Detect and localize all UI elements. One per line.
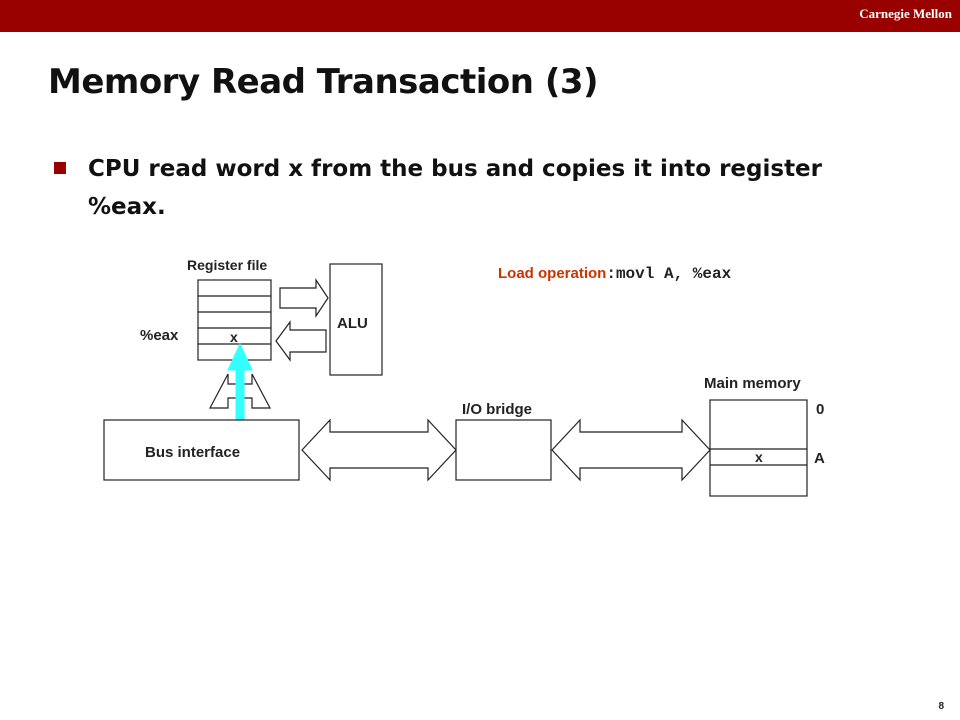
brand-name: Carnegie Mellon [859, 6, 952, 21]
load-operation-label: Load operation [498, 265, 606, 282]
bus-interface-box [103, 419, 300, 481]
load-operation-annotation: Load operation:movl A, %eax [498, 265, 732, 283]
eax-register-label: %eax [140, 327, 179, 344]
memory-cell-value: x [755, 449, 763, 465]
register-file-label: Register file [187, 257, 267, 273]
system-bus-arrow [301, 418, 457, 482]
memory-address-a: A [814, 450, 825, 467]
page-number: 8 [938, 701, 944, 712]
alu-label: ALU [337, 315, 368, 332]
io-bridge-box [455, 419, 552, 481]
bullet-text: CPU read word x from the bus and copies … [88, 156, 823, 220]
main-memory-label: Main memory [704, 375, 801, 392]
bus-interface-label: Bus interface [145, 444, 240, 461]
bullet-square-icon [54, 162, 66, 174]
load-operation-code: movl A, %eax [616, 265, 732, 283]
io-bridge-label: I/O bridge [462, 401, 532, 418]
load-operation-separator: : [606, 265, 616, 283]
eax-register-value: x [230, 329, 238, 345]
regfile-to-alu-arrow [279, 278, 329, 318]
main-memory-box [709, 399, 808, 497]
slide-title: Memory Read Transaction (3) [48, 62, 599, 102]
alu-box [329, 263, 383, 376]
memory-address-zero: 0 [816, 401, 824, 418]
header-bar: Carnegie Mellon [0, 0, 960, 32]
register-file [197, 279, 272, 361]
alu-to-regfile-arrow [275, 320, 327, 362]
data-flow-arrow [227, 342, 253, 421]
memory-bus-arrow [551, 418, 711, 482]
